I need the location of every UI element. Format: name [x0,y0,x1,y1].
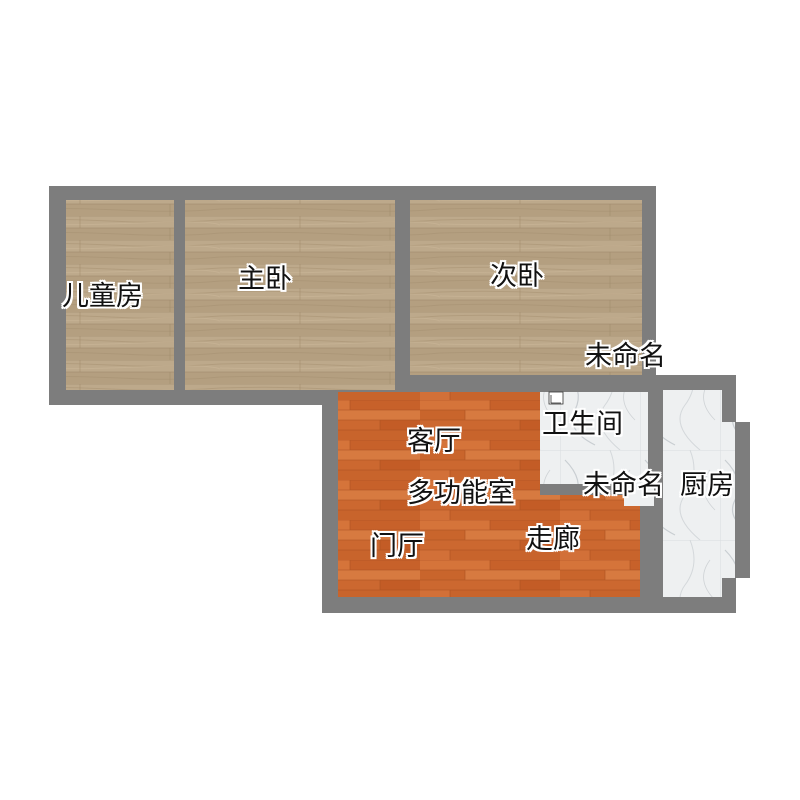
room-label-multipurpose-room: 多功能室 [407,478,515,509]
room-label-unnamed-middle: 未命名 [583,470,664,501]
kitchen-floor [663,390,735,597]
room-label-entrance-hall: 门厅 [370,531,424,562]
door-mark-icon [548,391,564,405]
room-label-unnamed-top: 未命名 [585,341,666,372]
room-label-childrens-room: 儿童房 [62,281,143,312]
room-label-corridor: 走廊 [526,524,580,555]
bathroom-floor [540,392,648,484]
room-label-kitchen: 厨房 [680,470,734,501]
room-label-master-bedroom: 主卧 [238,264,292,295]
unnamed-niche [624,484,654,506]
room-label-second-bedroom: 次卧 [490,261,544,292]
childrens-room-floor [66,200,174,390]
room-label-living-room: 客厅 [407,426,461,457]
second-bedroom-floor [410,200,642,375]
living-area-floor [338,392,640,597]
master-bedroom-floor [185,200,395,390]
room-label-bathroom: 卫生间 [542,409,623,440]
